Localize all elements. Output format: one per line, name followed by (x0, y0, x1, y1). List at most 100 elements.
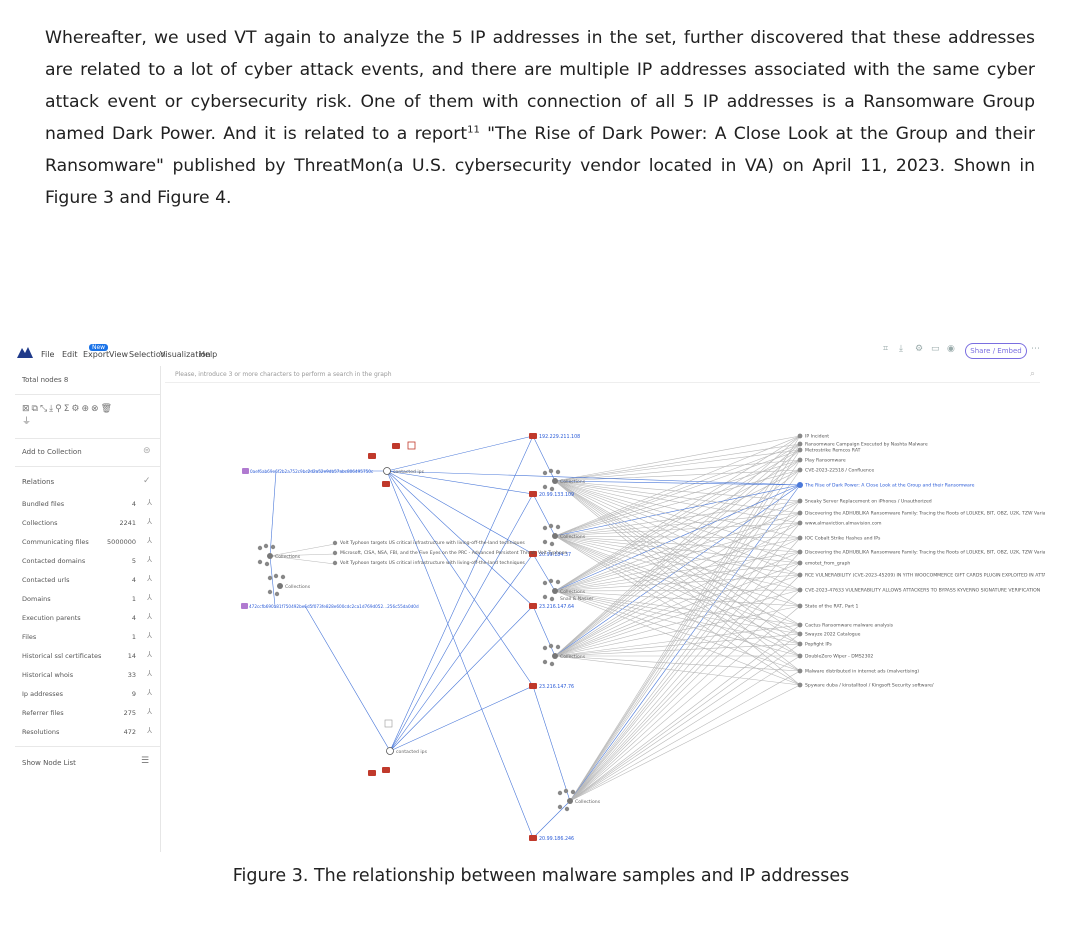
add-to-collection-button[interactable]: Add to Collection (22, 448, 82, 456)
graph-edge (569, 551, 801, 802)
relation-name: Execution parents (22, 614, 81, 622)
graph-edge (554, 443, 801, 482)
menu-file[interactable]: File (41, 350, 55, 359)
expand-relation-icon[interactable]: ⅄ (147, 707, 152, 716)
graph-edge (554, 459, 801, 537)
graph-edge (554, 512, 801, 537)
event-node-icon (797, 587, 803, 593)
relation-count: 4 (131, 576, 136, 584)
ip-address-label: 192.229.211.108 (539, 434, 580, 440)
settings-icon[interactable]: ⚙ (915, 344, 924, 354)
event-node-icon (797, 467, 803, 473)
graph-edge (554, 480, 801, 645)
graph-node (542, 470, 548, 476)
relation-name: Bundled files (22, 500, 65, 508)
expand-relation-icon[interactable]: ⅄ (147, 555, 152, 564)
ip-address-label: 20.99.184.37 (539, 552, 571, 558)
relation-name: Referrer files (22, 709, 64, 717)
report-label: Volt Typhoon targets US critical infrast… (340, 560, 525, 566)
file-hash-icon (241, 603, 248, 609)
user-icon[interactable]: ◉ (947, 344, 955, 354)
relation-name: Resolutions (22, 728, 60, 736)
graph-edge (554, 624, 801, 657)
graph-edge (554, 535, 801, 645)
graph-node (570, 789, 576, 795)
expand-relation-icon[interactable]: ⅄ (147, 536, 152, 545)
expand-relation-icon[interactable]: ⅄ (147, 574, 152, 583)
expand-relation-icon[interactable]: ⅄ (147, 517, 152, 526)
graph-edge (554, 480, 801, 553)
ip-address-icon (382, 481, 390, 487)
collection-icon (277, 583, 283, 589)
graph-canvas[interactable]: CollectionsCollectionsCollectionsCollect… (160, 366, 1045, 852)
expand-relation-icon[interactable]: ⅄ (147, 688, 152, 697)
expand-relation-icon[interactable]: ⅄ (147, 593, 152, 602)
list-icon[interactable]: ☰ (141, 756, 150, 766)
relation-name: Domains (22, 595, 51, 603)
ip-address-label: 23.216.147.76 (539, 684, 574, 690)
expand-relation-icon[interactable]: ⅄ (147, 726, 152, 735)
menu-help[interactable]: Help (199, 350, 218, 359)
expand-relation-icon[interactable]: ⅄ (147, 650, 152, 659)
collection-icon (267, 553, 273, 559)
screen-icon[interactable]: ▭ (931, 344, 940, 354)
graph-edge (389, 493, 534, 752)
event-label: Popfight IPs (805, 642, 832, 648)
ip-address-icon (529, 491, 537, 497)
ip-address-icon (529, 433, 537, 439)
menu-edit[interactable]: Edit (62, 350, 78, 359)
graph-edge (554, 435, 801, 592)
collection-icon[interactable]: ⊜ (143, 446, 151, 456)
graph-edge (554, 590, 801, 607)
graph-edge (554, 551, 801, 657)
graph-node (263, 543, 269, 549)
graph-edge (386, 470, 534, 607)
relation-count: 5 (131, 557, 136, 565)
graph-edge (554, 589, 801, 592)
figure-caption: Figure 3. The relationship between malwa… (232, 866, 850, 886)
menu-selection[interactable]: Selection (129, 350, 166, 359)
relations-icon[interactable]: ✓ (143, 476, 151, 486)
collection-icon (552, 653, 558, 659)
graph-node (264, 561, 270, 567)
graph-node (332, 560, 338, 566)
event-node-icon (797, 447, 803, 453)
ip-address-icon (529, 551, 537, 557)
menu-more-icon[interactable]: ⋯ (1031, 344, 1040, 354)
share-embed-button[interactable]: Share / Embed (965, 343, 1027, 359)
expand-relation-icon[interactable]: ⅄ (147, 498, 152, 507)
undo-icon[interactable]: ⌗ (883, 344, 889, 354)
graph-edge (569, 624, 801, 802)
collection-label: Collections (285, 584, 311, 590)
graph-edge (554, 459, 801, 482)
graph-edge (532, 493, 556, 537)
menu-visualization[interactable]: Visualization (160, 350, 211, 359)
expand-relation-icon[interactable]: ⅄ (147, 631, 152, 640)
expand-relation-icon[interactable]: ⅄ (147, 612, 152, 621)
graph-edge (569, 670, 801, 802)
show-node-list-button[interactable]: Show Node List (22, 759, 76, 767)
expand-relation-icon[interactable]: ⅄ (147, 669, 152, 678)
menu-export[interactable]: Export (83, 350, 110, 359)
report-label: Volt Typhoon targets US critical infrast… (340, 540, 525, 546)
download-icon[interactable]: ⤓ (899, 344, 903, 354)
graph-edge (554, 562, 801, 657)
menu-view[interactable]: View (109, 350, 128, 359)
ip-address-icon (529, 683, 537, 689)
relation-count: 33 (127, 671, 136, 679)
toolbar-icons[interactable]: ⊠⧉⤡⤓⚲Σ⚙⊕⊗🗑⏚ (22, 404, 114, 427)
graph-search[interactable]: Please, introduce 3 or more characters t… (165, 368, 1040, 383)
